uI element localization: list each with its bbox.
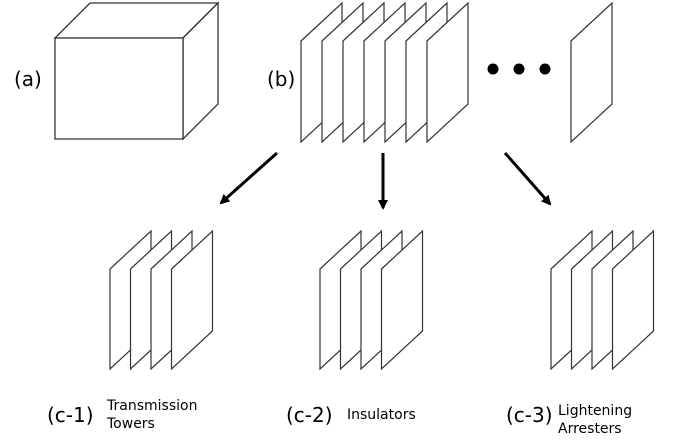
slice-last [570, 1, 613, 144]
slice-stack-c1 [109, 229, 214, 371]
caption-c2-line1: Insulators [347, 407, 416, 423]
stack-c2-slice-4 [380, 229, 424, 371]
slice-stack-c2 [319, 229, 424, 371]
stack-c1-slice-4 [170, 229, 214, 371]
label-c1: (c-1) [47, 403, 94, 427]
slice-stack-b [300, 1, 469, 144]
label-b: (b) [267, 67, 295, 91]
label-c2: (c-2) [286, 403, 333, 427]
caption-c3-line2: Arresters [558, 421, 622, 437]
arrow-to-c1 [219, 151, 278, 205]
slice-stack-c3 [550, 229, 655, 371]
caption-c3-line1: Lightening [558, 403, 632, 419]
caption-c1-line2: Towers [106, 416, 155, 432]
arrow-to-c3 [503, 152, 552, 206]
label-a: (a) [14, 67, 42, 91]
caption-c1-line1: Transmission [106, 398, 197, 414]
cube-volume [53, 1, 220, 141]
stack-c3-slice-4 [611, 229, 655, 371]
ellipsis-dots [487, 63, 551, 75]
stack-b-slice-7 [426, 1, 469, 144]
stack-last-slice-1 [570, 1, 613, 144]
label-c3: (c-3) [506, 403, 553, 427]
